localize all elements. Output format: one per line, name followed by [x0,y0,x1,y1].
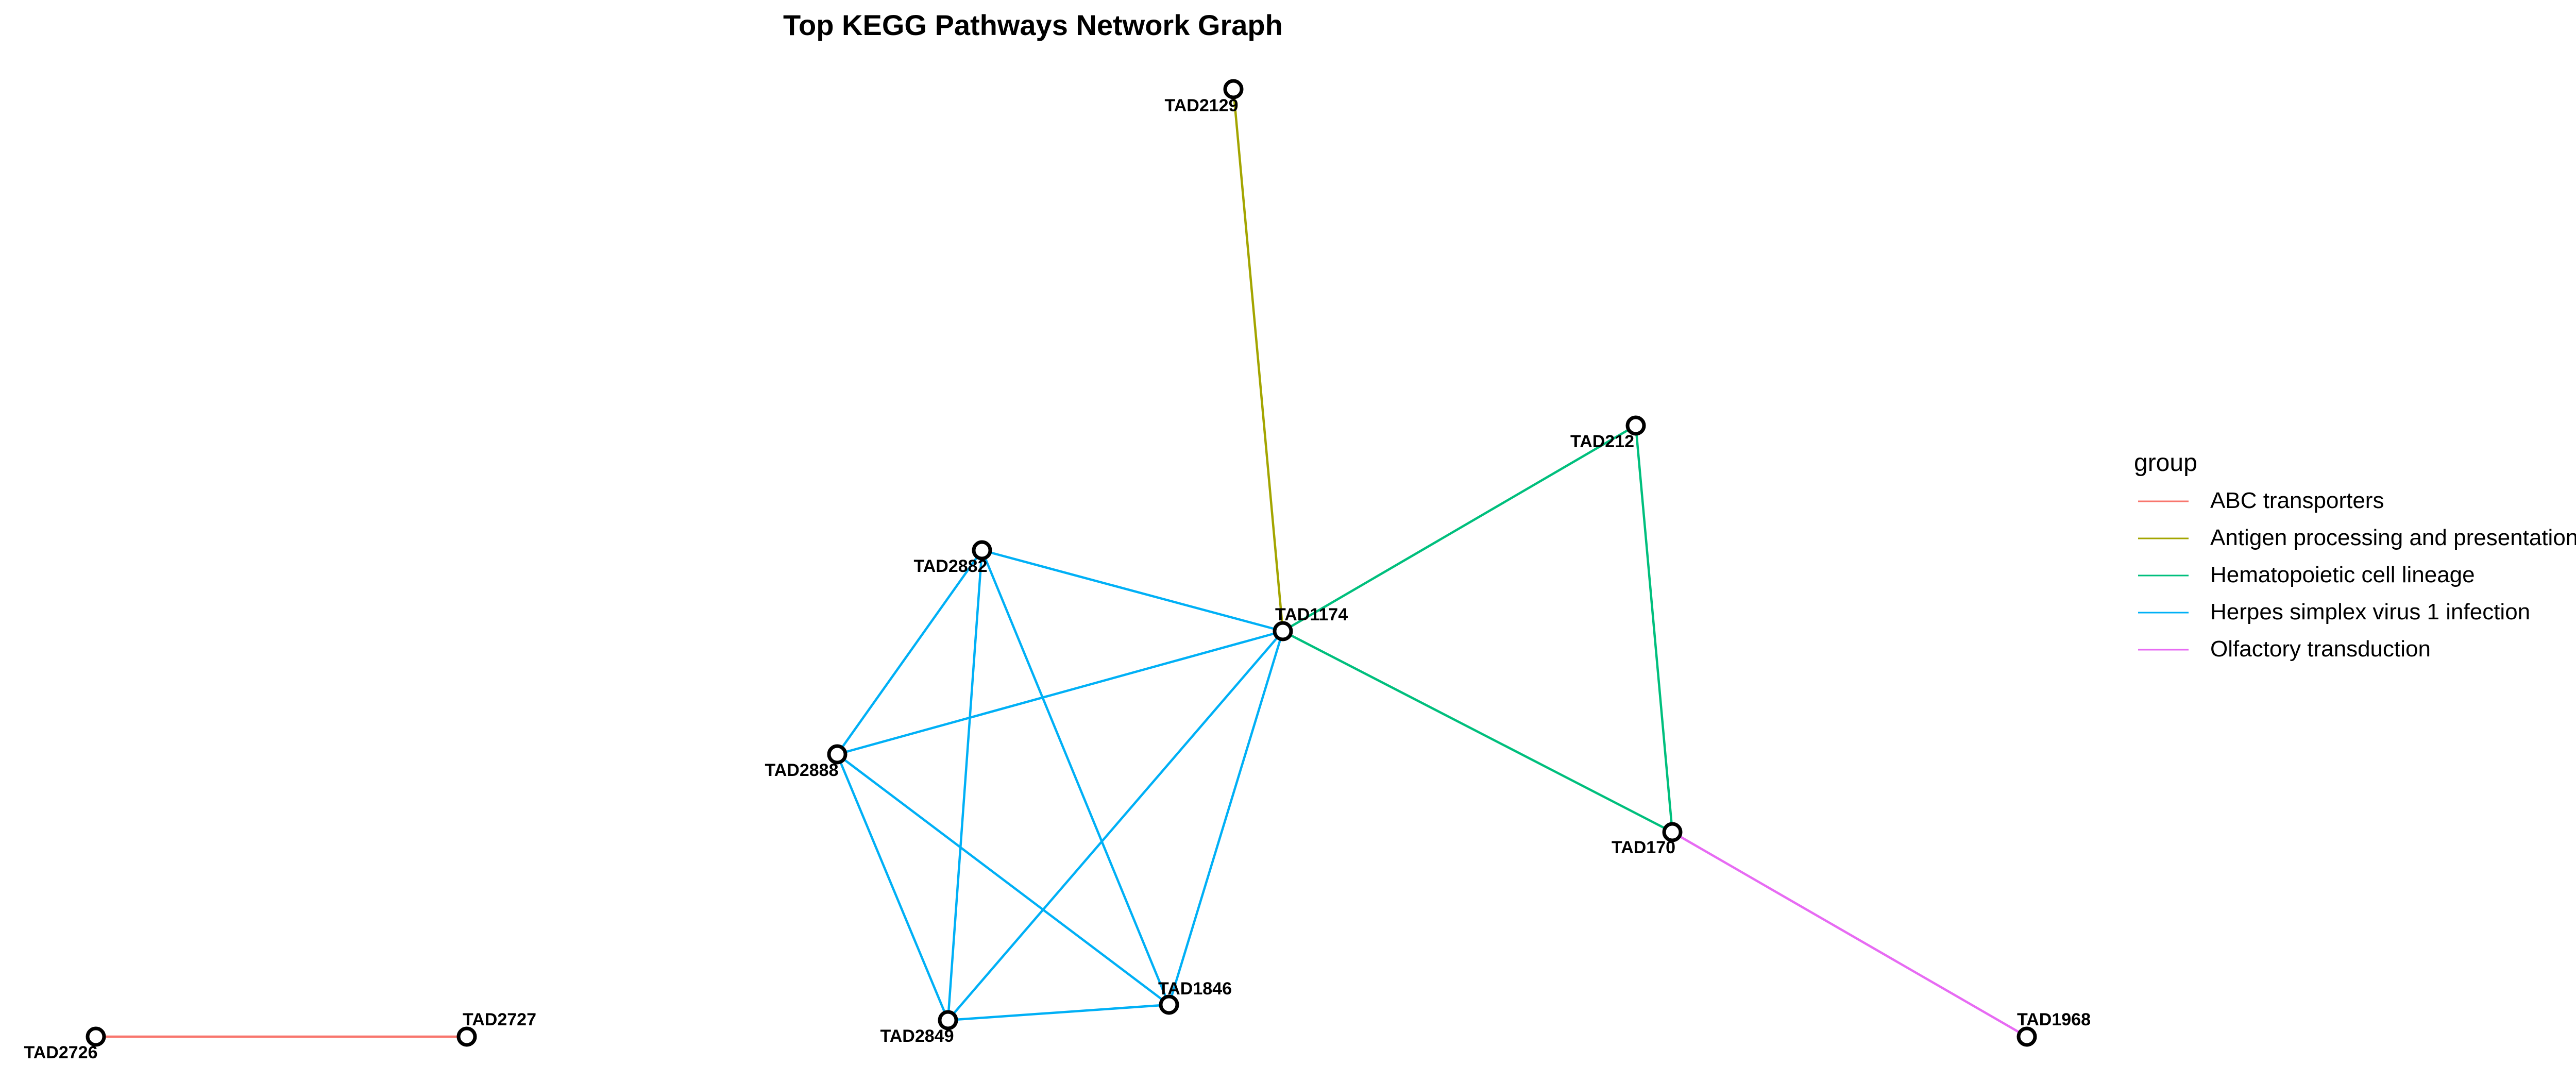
legend-label-3: Herpes simplex virus 1 infection [2210,599,2530,624]
node-tad1846 [1159,994,1179,1015]
edge-tad2849-tad1846 [947,1003,1170,1022]
edge-tad212-tad170 [1634,425,1674,833]
nodes-layer [86,79,2037,1047]
node-label-tad170: TAD170 [1612,838,1675,857]
node-tad1174 [1273,621,1293,641]
edge-tad1174-tad170 [1282,630,1673,833]
node-tad2727 [456,1026,477,1047]
node-label-tad2726: TAD2726 [24,1043,98,1062]
node-label-tad212: TAD212 [1570,432,1634,451]
node-tad170 [1662,822,1683,842]
node-labels-layer: TAD2129TAD212TAD2882TAD1174TAD2888TAD170… [24,96,2091,1062]
edges-layer [96,89,2028,1038]
node-label-tad1968: TAD1968 [2017,1010,2091,1029]
node-label-tad2129: TAD2129 [1165,96,1239,115]
edge-tad2882-tad1174 [981,549,1283,633]
node-tad1968 [2016,1026,2037,1047]
edge-tad2888-tad1846 [836,753,1170,1006]
edge-tad2888-tad1174 [837,630,1283,756]
node-tad2726 [86,1026,106,1047]
node-label-tad1846: TAD1846 [1158,979,1232,999]
edge-tad2882-tad2888 [836,549,983,755]
legend-label-2: Hematopoietic cell lineage [2210,562,2475,587]
edge-tad2882-tad2849 [946,550,984,1021]
edge-tad2888-tad2849 [836,754,950,1021]
legend-label-4: Olfactory transduction [2210,636,2431,662]
node-tad2129 [1223,79,1244,99]
legend-label-0: ABC transporters [2210,488,2384,513]
node-tad2849 [938,1010,958,1030]
node-tad2882 [972,540,992,561]
edge-tad2129-tad1174 [1232,89,1284,632]
legend-title: group [2134,449,2197,477]
edge-tad1174-tad212 [1282,425,1637,632]
legend-label-1: Antigen processing and presentation [2210,525,2576,550]
edge-tad2849-tad1174 [947,630,1284,1021]
node-label-tad2888: TAD2888 [765,760,839,780]
graph-title: Top KEGG Pathways Network Graph [783,9,1283,41]
node-label-tad2727: TAD2727 [463,1010,536,1029]
edge-tad2882-tad1846 [980,550,1171,1005]
edge-tad170-tad1968 [1671,831,2028,1038]
node-tad212 [1625,415,1646,436]
edge-tad1846-tad1174 [1167,631,1284,1005]
node-label-tad2882: TAD2882 [914,556,988,576]
node-label-tad1174: TAD1174 [1275,605,1348,624]
node-label-tad2849: TAD2849 [880,1026,954,1046]
node-tad2888 [827,744,848,765]
